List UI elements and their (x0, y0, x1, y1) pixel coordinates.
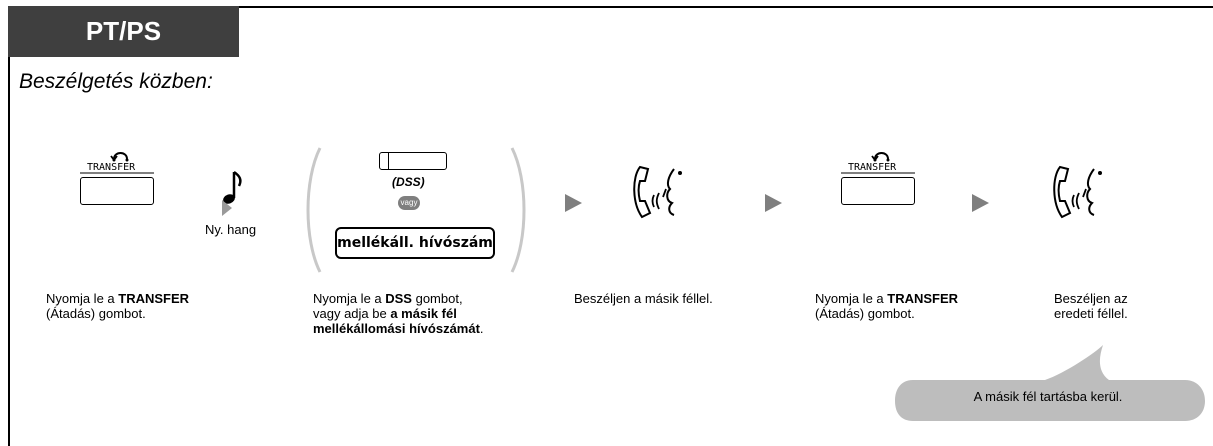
note-bubble (895, 345, 1205, 421)
desc-text: . (479, 321, 484, 336)
desc-bold: TRANSFER (887, 291, 959, 306)
key-underline (80, 172, 154, 174)
desc-text: Beszéljen az (1054, 291, 1128, 306)
choice-parentheses (306, 147, 526, 273)
desc-bold: mellékállomási hívószámát (313, 321, 480, 336)
transfer-key-label: TRANSFER (848, 162, 897, 173)
desc-transfer-1: Nyomja le a TRANSFER (Átadás) gombot. (46, 291, 189, 321)
play-arrow-icon (972, 194, 989, 212)
desc-text: eredeti féllel. (1054, 306, 1128, 321)
extension-number-box[interactable]: mellékáll. hívószám (335, 227, 495, 259)
desc-talk-other: Beszéljen a másik féllel. (574, 291, 713, 306)
desc-text: gombot, (411, 291, 463, 306)
dss-label: (DSS) (392, 175, 425, 189)
subtitle: Beszélgetés közben: (19, 70, 213, 93)
desc-talk-original: Beszéljen az eredeti féllel. (1054, 291, 1128, 321)
transfer-arrow-icon (110, 152, 129, 162)
desc-bold: a másik fél (390, 306, 457, 321)
key-underline (841, 172, 915, 174)
desc-bold: DSS (385, 291, 412, 306)
desc-text: vagy adja be (313, 306, 391, 321)
desc-text: (Átadás) gombot. (815, 306, 915, 321)
or-badge: vagy (398, 196, 420, 210)
transfer-key-button[interactable] (80, 177, 154, 205)
header-title: PT/PS (8, 6, 239, 57)
desc-dss: Nyomja le a DSS gombot, vagy adja be a m… (313, 291, 484, 336)
play-arrow-icon (765, 194, 782, 212)
desc-text: Nyomja le a (313, 291, 386, 306)
desc-text: Nyomja le a (46, 291, 119, 306)
tone-label: Ny. hang (205, 222, 257, 237)
dss-key-button[interactable] (379, 152, 447, 170)
desc-text: Beszéljen a másik féllel. (574, 291, 713, 306)
desc-text: (Átadás) gombot. (46, 306, 146, 321)
handset-talking-icon (1053, 165, 1102, 219)
transfer-key-button[interactable] (841, 177, 915, 205)
play-arrow-icon (565, 194, 582, 212)
music-note-icon (222, 170, 242, 216)
handset-talking-icon (633, 165, 682, 219)
page-frame (8, 6, 1213, 446)
desc-transfer-2: Nyomja le a TRANSFER (Átadás) gombot. (815, 291, 958, 321)
transfer-arrow-icon (871, 152, 890, 162)
desc-bold: TRANSFER (118, 291, 190, 306)
note-text: A másik fél tartásba kerül. (973, 389, 1123, 404)
desc-text: Nyomja le a (815, 291, 888, 306)
transfer-key-label: TRANSFER (87, 162, 136, 173)
